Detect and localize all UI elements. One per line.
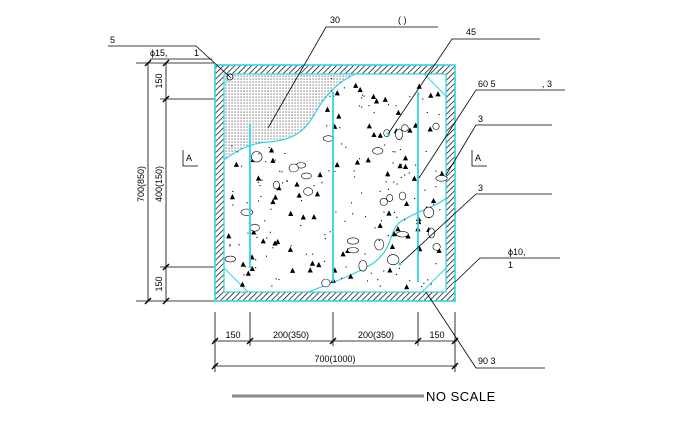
leader-90	[425, 291, 545, 369]
leader-45-dot	[386, 132, 390, 136]
callout-paren: ( )	[398, 15, 407, 25]
dim-left-bottom: 150	[154, 276, 164, 291]
leader-3b	[399, 193, 552, 265]
chamfer-top-right	[423, 73, 447, 97]
infill-boundary	[223, 73, 356, 161]
callout-phi15: ϕ15,	[150, 48, 168, 58]
dense-concrete-zone	[224, 74, 355, 160]
chamfer-bottom-right	[421, 267, 447, 293]
dim-left-mid: 400(150)	[154, 166, 164, 202]
callout-45: 45	[466, 27, 476, 37]
dim-bottom-2: 200(350)	[273, 330, 309, 340]
callout-1-right: 1	[508, 260, 513, 270]
callout-60: 60 5	[478, 79, 496, 89]
callout-90: 90 3	[478, 356, 496, 366]
aggregate-speckles	[224, 78, 448, 290]
dim-bottom-4: 150	[429, 330, 444, 340]
callout-30: 30	[330, 15, 340, 25]
leader-30	[267, 26, 438, 129]
callout-3a: 3	[478, 114, 483, 124]
dim-left-top: 150	[154, 73, 164, 88]
section-mark-left-bracket	[182, 150, 198, 167]
leader-60	[418, 89, 565, 179]
dim-bottom-3: 200(350)	[358, 330, 394, 340]
leader-45	[387, 38, 540, 135]
outer-wall-outer-line	[214, 64, 456, 302]
dim-bottom-ticks	[211, 337, 459, 370]
leader-5	[108, 45, 232, 79]
callout-comma3: , 3	[542, 79, 552, 89]
callout-1-top: 1	[194, 48, 199, 58]
chamfer-bottom-left	[223, 267, 249, 293]
section-mark-left: A	[186, 153, 192, 163]
section-mark-right-bracket	[471, 150, 487, 167]
dim-left-total: 700(850)	[136, 166, 146, 202]
scale-note: NO SCALE	[426, 389, 496, 404]
dim-bottom-total: 700(1000)	[314, 354, 355, 364]
callout-3b: 3	[478, 183, 483, 193]
dim-left-ticks	[144, 59, 170, 305]
leader-3a	[445, 124, 552, 176]
section-mark-right: A	[475, 153, 481, 163]
callout-phi10: ϕ10,	[508, 247, 526, 257]
dim-bottom-1: 150	[225, 330, 240, 340]
callout-5: 5	[110, 35, 115, 45]
leader-3b-dot	[398, 262, 402, 266]
leader-phi10	[454, 257, 560, 283]
